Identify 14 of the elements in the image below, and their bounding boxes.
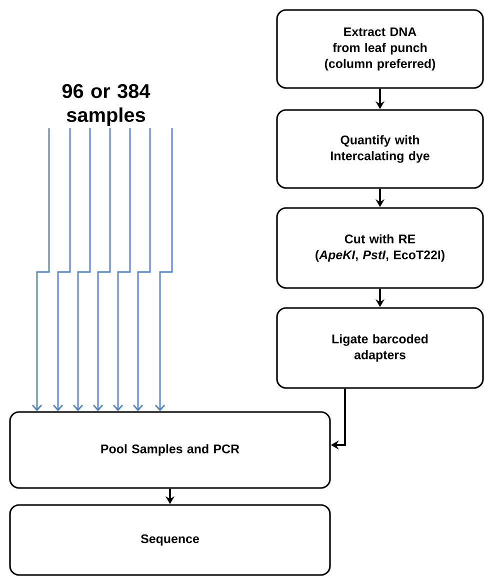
arrow	[112, 128, 131, 412]
arrow	[32, 128, 50, 412]
process-box: Cut with RE (ApeKI, PstI, EcoT22I)	[276, 207, 484, 289]
arrow	[92, 128, 111, 412]
arrow	[154, 128, 173, 412]
arrow	[72, 128, 91, 412]
process-box: Extract DNA from leaf punch (column preferred)	[276, 9, 484, 89]
process-box: Sequence	[9, 504, 331, 576]
process-box: Ligate barcoded adapters	[276, 307, 484, 389]
process-box: Quantify with Intercalating dye	[276, 109, 484, 189]
arrow	[52, 128, 71, 412]
arrow	[132, 128, 151, 412]
process-box: Pool Samples and PCR	[9, 411, 331, 489]
sample-count-text: 96 or 384 samples	[62, 84, 150, 126]
